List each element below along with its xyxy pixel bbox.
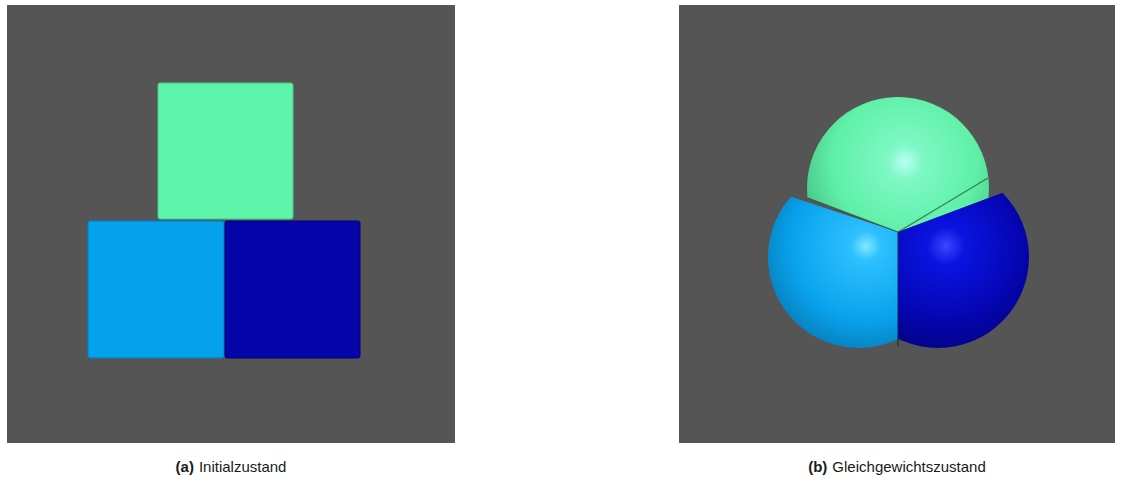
panel-ground xyxy=(679,5,1115,443)
subfigure-caption: (a) Initialzustand xyxy=(176,458,287,475)
panel-ground xyxy=(7,5,455,443)
subfigure-title: Gleichgewichtszustand xyxy=(832,458,985,475)
darkblue-drop xyxy=(847,166,1029,348)
darkblue-cube xyxy=(225,221,360,358)
green-cube xyxy=(158,83,293,219)
interface-line xyxy=(897,232,898,346)
subfigure-tag: (b) xyxy=(808,458,827,475)
interface-line xyxy=(808,178,988,232)
lightblue-cube xyxy=(88,221,224,358)
subfigure-tag: (a) xyxy=(176,458,194,475)
subfigure-caption: (b) Gleichgewichtszustand xyxy=(808,458,986,475)
subfigure-title: Initialzustand xyxy=(199,458,287,475)
